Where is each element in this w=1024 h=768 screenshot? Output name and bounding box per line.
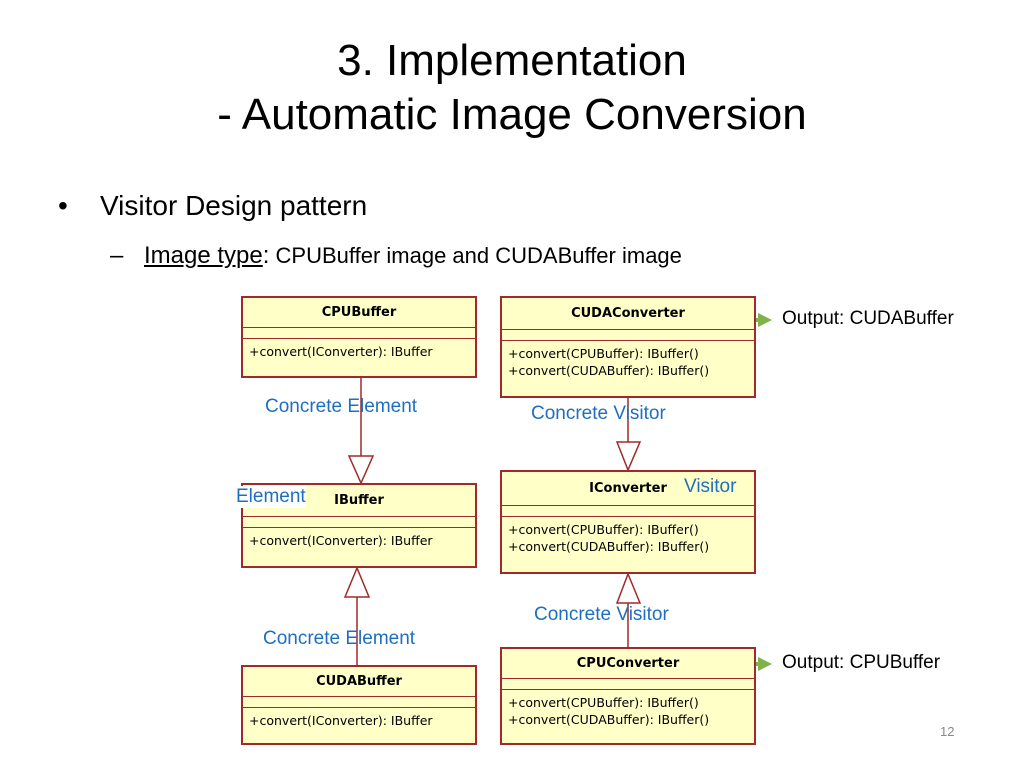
class-cpubuffer: CPUBuffer +convert(IConverter): IBuffer	[241, 296, 477, 378]
label-output-cudabuffer: Output: CUDABuffer	[782, 308, 954, 329]
page-number: 12	[940, 724, 955, 739]
label-concrete-element-bottom: Concrete Element	[263, 628, 416, 649]
bullet-dot-icon: •	[58, 190, 68, 221]
operation: +convert(CUDABuffer): IBuffer()	[508, 712, 710, 727]
label-concrete-element-top: Concrete Element	[265, 396, 418, 417]
inheritance-arrow-iconverter-bottom	[615, 571, 642, 604]
class-cpuconverter-name: CPUConverter	[502, 649, 754, 679]
class-iconverter-name: IConverter	[502, 472, 754, 506]
output-arrow-cuda-head	[758, 313, 772, 327]
bullet-2-colon: :	[262, 242, 270, 269]
class-iconverter-attributes	[502, 506, 754, 517]
operation: +convert(CUDABuffer): IBuffer()	[508, 363, 710, 378]
operation: +convert(IConverter): IBuffer	[249, 713, 433, 728]
class-cudaconverter-operations: +convert(CPUBuffer): IBuffer() +convert(…	[502, 341, 754, 383]
label-concrete-visitor-top: Concrete Visitor	[531, 403, 666, 424]
class-cudaconverter-name: CUDAConverter	[502, 298, 754, 330]
label-element: Element	[236, 486, 306, 508]
class-cudabuffer-attributes	[243, 697, 475, 708]
inheritance-arrow-ibuffer-top	[347, 455, 375, 485]
dash-icon: –	[110, 242, 124, 269]
bullet-visitor-pattern: • Visitor Design pattern	[58, 186, 367, 226]
title-line-1: 3. Implementation	[337, 36, 687, 85]
title-line-2: - Automatic Image Conversion	[217, 90, 807, 139]
bullet-image-type: –Image type: CPUBuffer image and CUDABuf…	[110, 238, 682, 274]
class-cpubuffer-attributes	[243, 328, 475, 339]
class-cpubuffer-operations: +convert(IConverter): IBuffer	[243, 339, 475, 364]
output-arrow-cpu-head	[758, 657, 772, 671]
class-cudaconverter: CUDAConverter +convert(CPUBuffer): IBuff…	[500, 296, 756, 398]
bullet-2-label: Image type	[144, 242, 263, 269]
label-output-cpubuffer: Output: CPUBuffer	[782, 652, 941, 673]
bullet-1-text: Visitor Design pattern	[100, 190, 368, 221]
class-cpuconverter: CPUConverter +convert(CPUBuffer): IBuffe…	[500, 647, 756, 745]
class-cpubuffer-name: CPUBuffer	[243, 298, 475, 328]
class-iconverter-operations: +convert(CPUBuffer): IBuffer() +convert(…	[502, 517, 754, 559]
operation: +convert(CPUBuffer): IBuffer()	[508, 522, 699, 537]
class-iconverter: IConverter +convert(CPUBuffer): IBuffer(…	[500, 470, 756, 574]
class-cpuconverter-attributes	[502, 679, 754, 690]
label-visitor: Visitor	[684, 476, 737, 497]
class-cudaconverter-attributes	[502, 330, 754, 341]
operation: +convert(IConverter): IBuffer	[249, 344, 433, 359]
label-concrete-visitor-bottom: Concrete Visitor	[534, 604, 669, 625]
bullet-2-text: CPUBuffer image and CUDABuffer image	[269, 243, 682, 268]
slide-title: 3. Implementation - Automatic Image Conv…	[0, 34, 1024, 142]
class-cudabuffer-name: CUDABuffer	[243, 667, 475, 697]
class-ibuffer-operations: +convert(IConverter): IBuffer	[243, 528, 475, 553]
operation: +convert(CPUBuffer): IBuffer()	[508, 695, 699, 710]
inheritance-arrow-ibuffer-bottom	[343, 566, 371, 598]
operation: +convert(CUDABuffer): IBuffer()	[508, 539, 710, 554]
inheritance-arrow-iconverter-top	[615, 441, 642, 472]
class-ibuffer-name: IBuffer	[243, 485, 475, 517]
class-cudabuffer-operations: +convert(IConverter): IBuffer	[243, 708, 475, 733]
class-ibuffer-attributes	[243, 517, 475, 528]
class-cudabuffer: CUDABuffer +convert(IConverter): IBuffer	[241, 665, 477, 745]
class-cpuconverter-operations: +convert(CPUBuffer): IBuffer() +convert(…	[502, 690, 754, 732]
operation: +convert(CPUBuffer): IBuffer()	[508, 346, 699, 361]
operation: +convert(IConverter): IBuffer	[249, 533, 433, 548]
